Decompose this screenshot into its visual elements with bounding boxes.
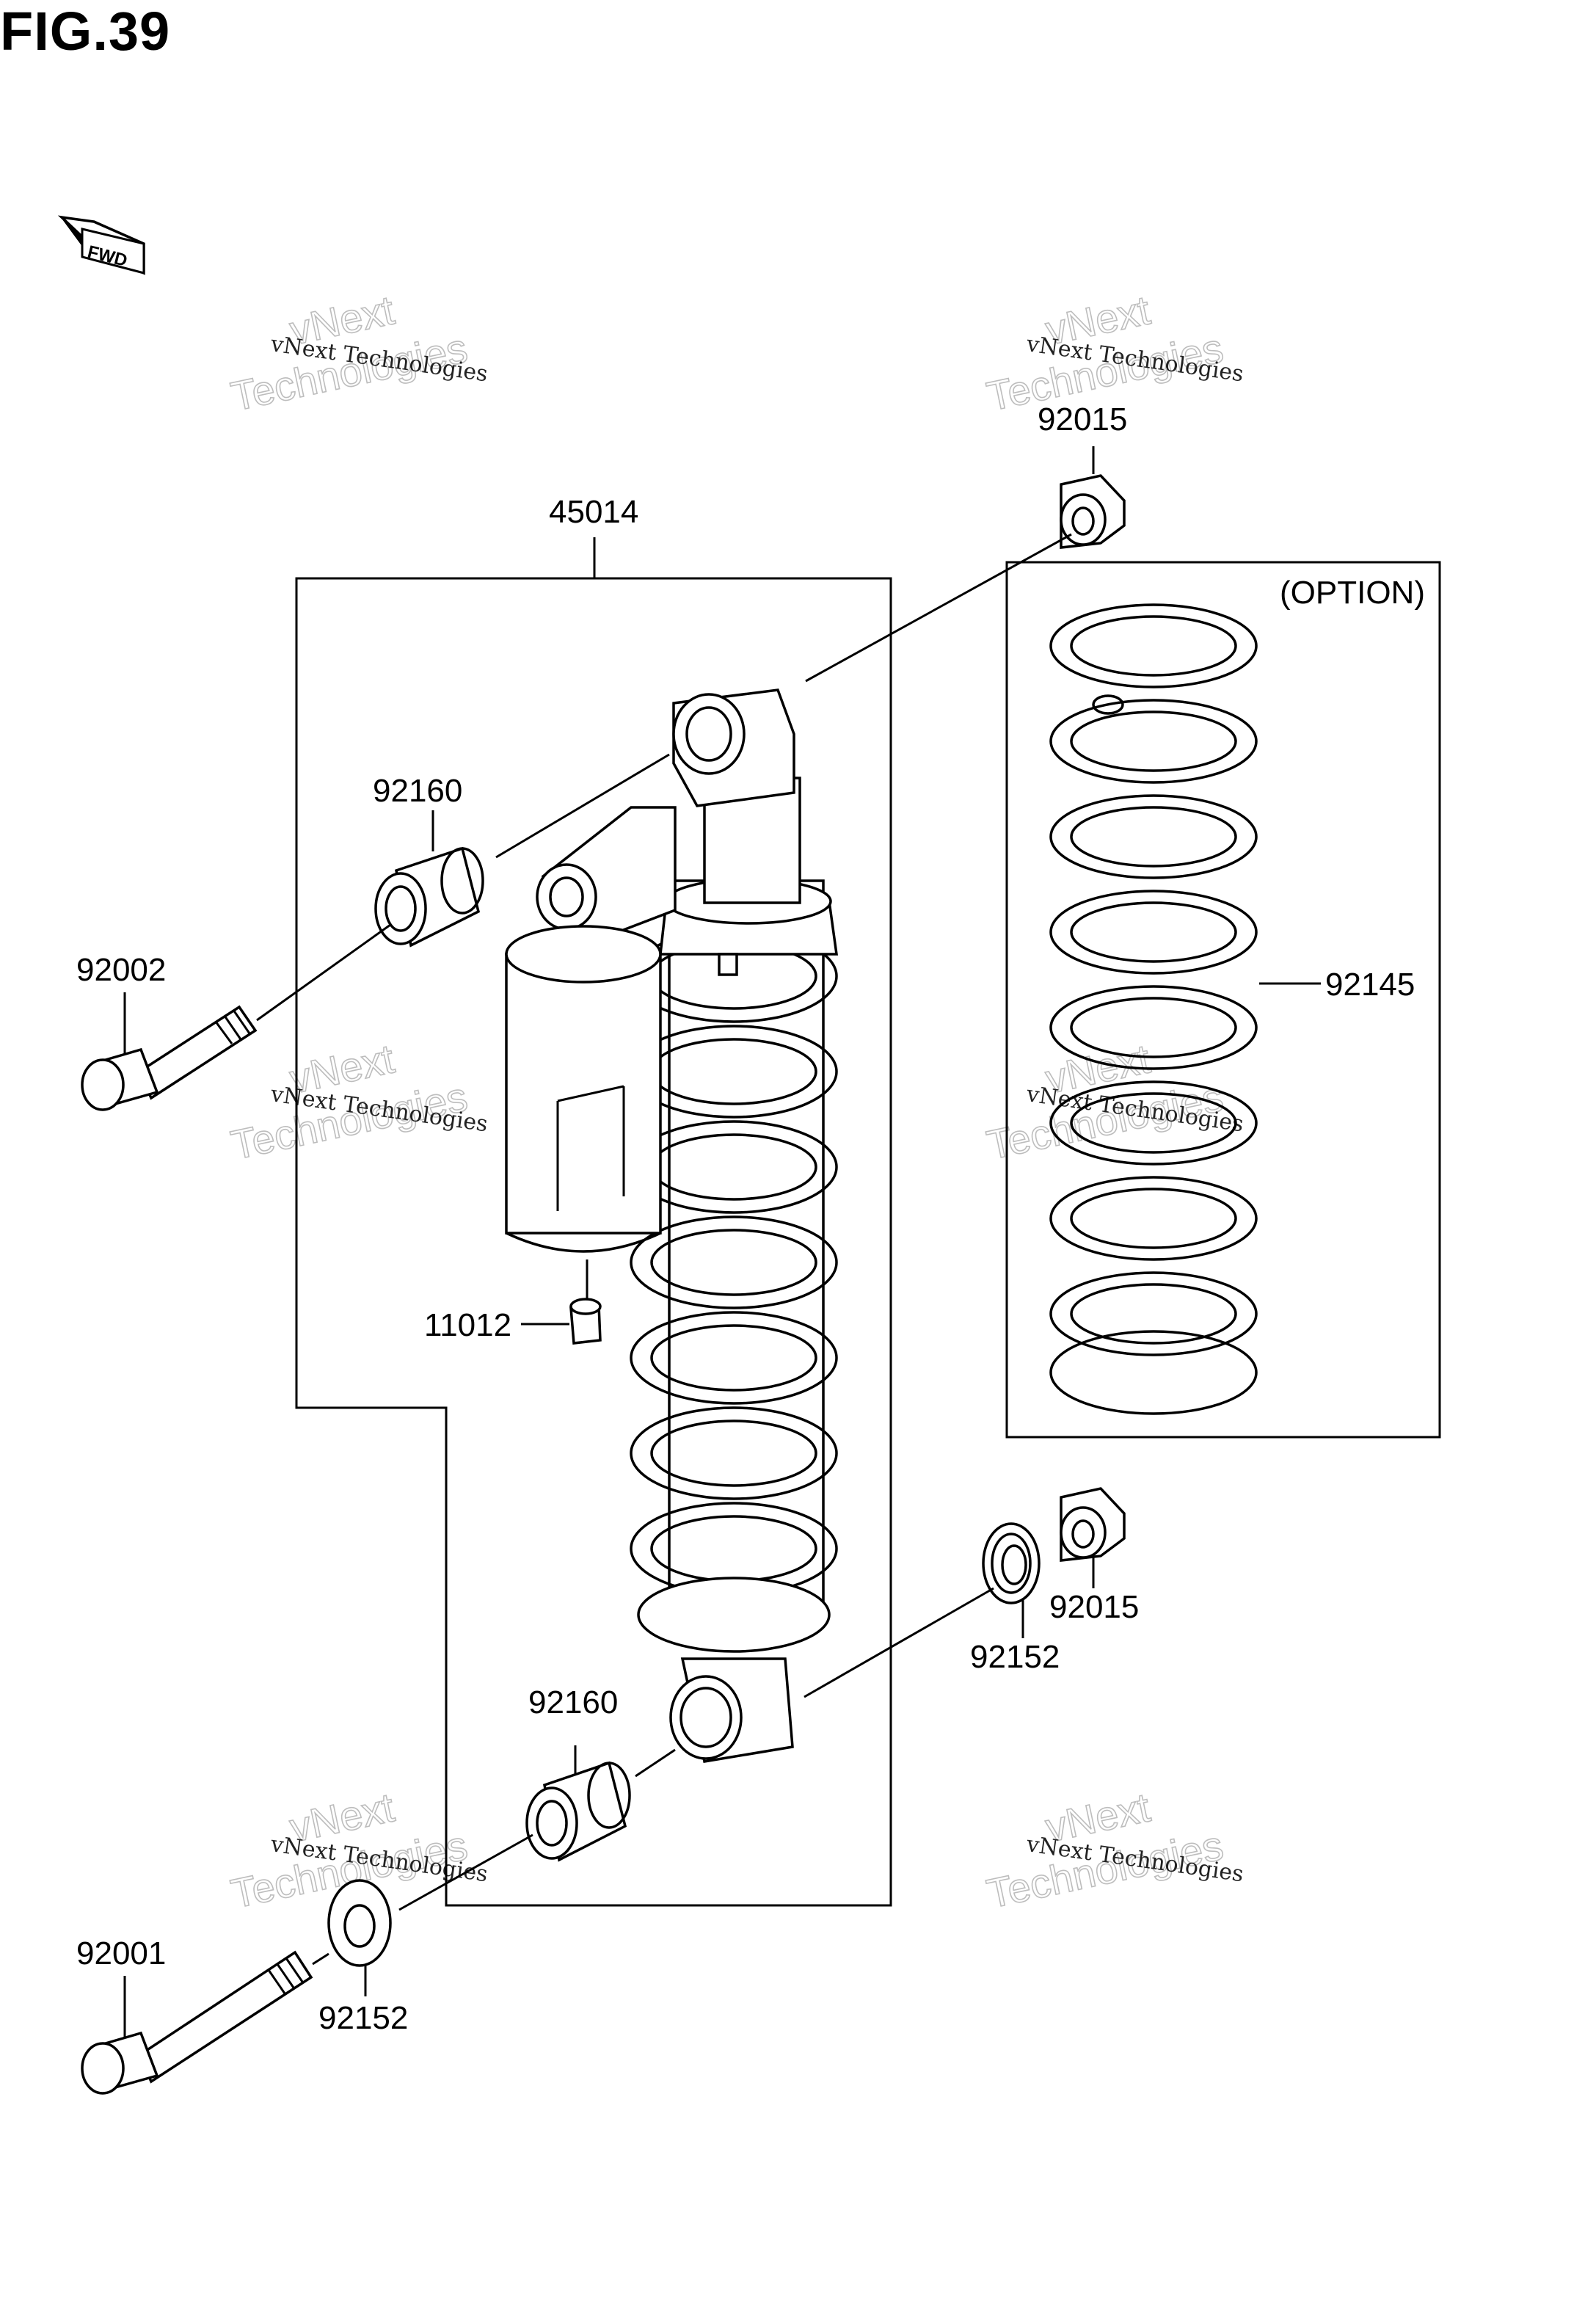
part-label-92152-right: 92152: [970, 1639, 1060, 1675]
part-label-92015-top: 92015: [1038, 401, 1127, 437]
figure-title: FIG.39: [0, 1, 171, 62]
plug-11012: [569, 1298, 602, 1345]
watermark-mid-left: vNext Technologies vNext Technologies: [227, 1034, 489, 1168]
nut-92015-top: [1060, 474, 1126, 549]
part-label-11012: 11012: [424, 1307, 511, 1343]
option-box: [1005, 561, 1441, 1439]
collar-92160-bottom: [525, 1761, 631, 1862]
part-label-92152-left: 92152: [318, 2000, 408, 2036]
collar-92160-top: [374, 846, 484, 948]
fwd-arrow-icon: FWD: [57, 215, 145, 275]
part-label-92015-bottom: 92015: [1049, 1589, 1139, 1625]
watermark-top-left: vNext Technologies vNext Technologies: [227, 286, 489, 420]
bolt-92001: [81, 1950, 313, 2095]
washer-92152-right: [982, 1522, 1041, 1604]
leader-bolt-to-washer-left: [312, 1952, 329, 1966]
option-label: (OPTION): [1280, 575, 1425, 611]
leader-collar-bottom-to-eye: [635, 1748, 676, 1778]
assembly-outline-45014: [295, 577, 892, 1907]
part-label-45014: 45014: [549, 494, 638, 530]
part-label-92002: 92002: [76, 952, 166, 988]
watermark-bottom-right: vNext Technologies vNext Technologies: [983, 1783, 1245, 1917]
leader-collar-top-to-eye: [495, 753, 670, 859]
leader-washer-right-to-eye: [804, 1587, 994, 1698]
part-label-92001: 92001: [76, 1935, 166, 1971]
part-label-92160-top: 92160: [373, 773, 462, 809]
leader-92015-top-to-eye: [805, 533, 1072, 683]
nut-92015-bottom: [1060, 1487, 1126, 1562]
part-label-92160-bottom: 92160: [528, 1684, 618, 1720]
watermark-top-right: vNext Technologies vNext Technologies: [983, 286, 1245, 420]
bolt-92002: [81, 1005, 258, 1111]
leader-bolt-to-collar-top: [256, 923, 391, 1022]
leader-washer-left-to-collar: [398, 1833, 533, 1911]
part-label-92145: 92145: [1325, 967, 1415, 1003]
shock-absorber-45014: [505, 688, 839, 1764]
washer-92152-left: [327, 1879, 392, 1967]
option-spring-92145: [1049, 603, 1258, 1415]
